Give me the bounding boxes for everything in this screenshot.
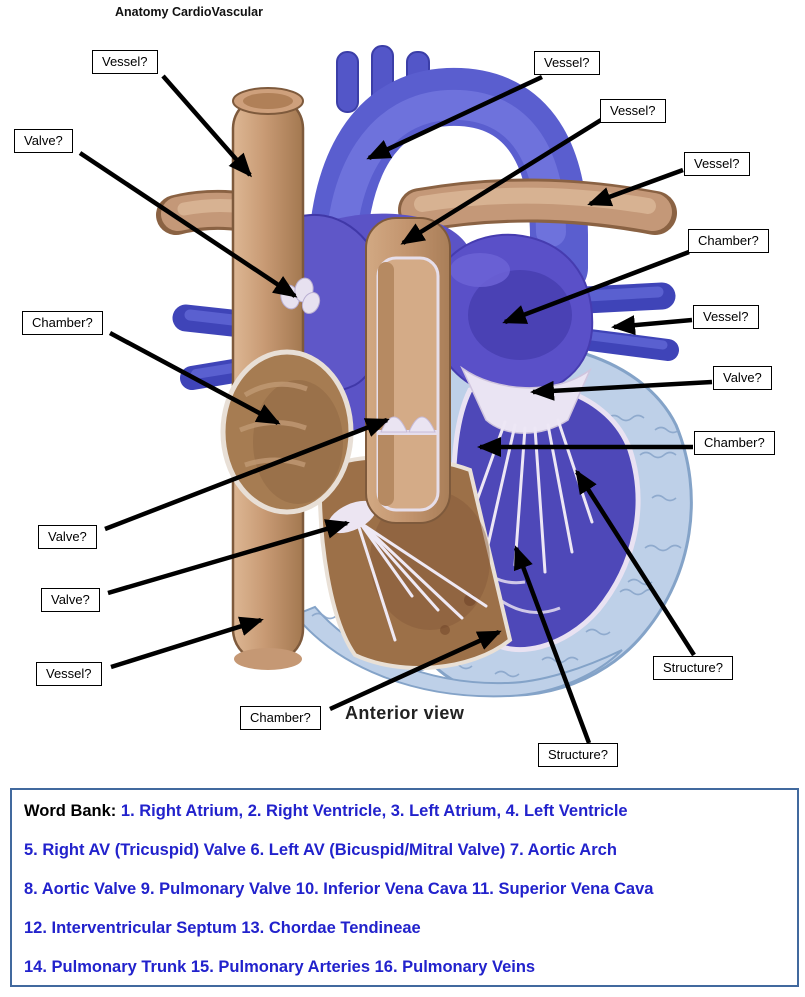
tricuspid-chordae	[354, 516, 488, 642]
label-chamber-right: Chamber?	[694, 431, 775, 455]
arrow-vessel-lower-left	[110, 616, 264, 670]
heart-illustration	[156, 45, 693, 698]
wordbank-line-text: 1. Right Atrium, 2. Right Ventricle, 3. …	[120, 802, 628, 820]
semilunar-valve-cusps	[380, 416, 436, 433]
label-vessel-right: Vessel?	[684, 152, 750, 176]
pointer-arrows	[78, 74, 713, 744]
wordbank-separator: :	[110, 802, 121, 820]
wordbank-line: 14. Pulmonary Trunk 15. Pulmonary Arteri…	[24, 957, 536, 976]
aortic-arch	[307, 67, 588, 319]
label-chamber-upper-right: Chamber?	[688, 229, 769, 253]
label-valve-mid-left: Valve?	[38, 525, 97, 549]
arrow-valve-right	[530, 379, 713, 401]
label-valve-right: Valve?	[713, 366, 772, 390]
arrow-vessel-right	[587, 167, 684, 207]
wordbank-title: Word Bank	[24, 802, 111, 820]
page-title: Anatomy CardioVascular	[115, 5, 263, 19]
label-structure-right: Structure?	[653, 656, 733, 680]
wordbank-line: 12. Interventricular Septum 13. Chordae …	[24, 918, 421, 937]
arrow-structure-bottom	[513, 545, 592, 744]
label-chamber-left: Chamber?	[22, 311, 103, 335]
word-bank: Word Bank: 1. Right Atrium, 2. Right Ven…	[10, 788, 799, 987]
wordbank-line: Word Bank: 1. Right Atrium, 2. Right Ven…	[24, 802, 785, 821]
arrow-valve-lower-left	[107, 519, 350, 596]
arrow-chamber-upper-right	[502, 249, 690, 325]
label-vessel-lower-left: Vessel?	[36, 662, 102, 686]
label-vessel-top-right: Vessel?	[534, 51, 600, 75]
label-vessel-top-left: Vessel?	[92, 50, 158, 74]
ascending-vessel-opened	[365, 217, 451, 524]
label-valve-upper-left: Valve?	[14, 129, 73, 153]
right-ventricle-interior	[317, 454, 513, 670]
wordbank-line: 5. Right AV (Tricuspid) Valve 6. Left AV…	[24, 840, 617, 859]
arrow-vessel-mid-right	[611, 315, 693, 336]
right-pulmonary-veins	[571, 282, 679, 361]
arrow-valve-mid-left	[104, 417, 390, 532]
arrow-vessel-top-left	[161, 74, 252, 178]
right-atrium-interior	[220, 349, 354, 515]
heart-diagram	[78, 45, 713, 744]
label-valve-lower-left: Valve?	[41, 588, 100, 612]
arrow-structure-right	[575, 469, 696, 657]
arrow-vessel-top-right	[366, 74, 543, 161]
label-vessel-mid-right: Vessel?	[693, 305, 759, 329]
arrow-chamber-left	[108, 331, 281, 425]
arrow-chamber-bottom	[329, 629, 502, 712]
label-structure-bottom: Structure?	[538, 743, 618, 767]
arrow-valve-upper-left	[78, 151, 298, 298]
label-chamber-bottom: Chamber?	[240, 706, 321, 730]
anterior-view-caption: Anterior view	[345, 703, 465, 723]
wordbank-line: 8. Aortic Valve 9. Pulmonary Valve 10. I…	[24, 879, 654, 898]
left-atrium	[428, 233, 594, 397]
arrow-vessel-upper-right	[400, 118, 603, 245]
label-vessel-upper-right: Vessel?	[600, 99, 666, 123]
right-pulmonary-artery	[398, 178, 677, 235]
